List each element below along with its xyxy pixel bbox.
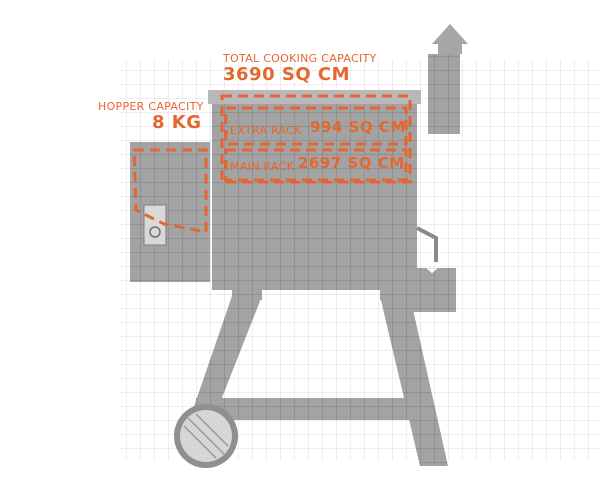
total-capacity-value: 3690 SQ CM <box>223 64 351 85</box>
chimney <box>428 24 468 134</box>
cart-frame <box>190 238 448 466</box>
main-rack-label: MAIN RACK <box>230 160 295 173</box>
grease-bucket <box>410 268 456 312</box>
hopper-capacity-value: 8 KG <box>152 112 202 133</box>
extra-rack-label: EXTRA RACK <box>230 124 302 137</box>
wheel <box>174 404 238 468</box>
main-rack-value: 2697 SQ CM <box>298 154 405 172</box>
extra-rack-outline <box>224 106 408 146</box>
main-rack-outline <box>224 148 408 182</box>
hopper-capacity-label: HOPPER CAPACITY <box>98 100 204 113</box>
hopper <box>130 142 210 282</box>
extra-rack-value: 994 SQ CM <box>310 118 406 136</box>
total-capacity-outline <box>220 94 412 184</box>
total-capacity-label: TOTAL COOKING CAPACITY <box>223 52 377 65</box>
